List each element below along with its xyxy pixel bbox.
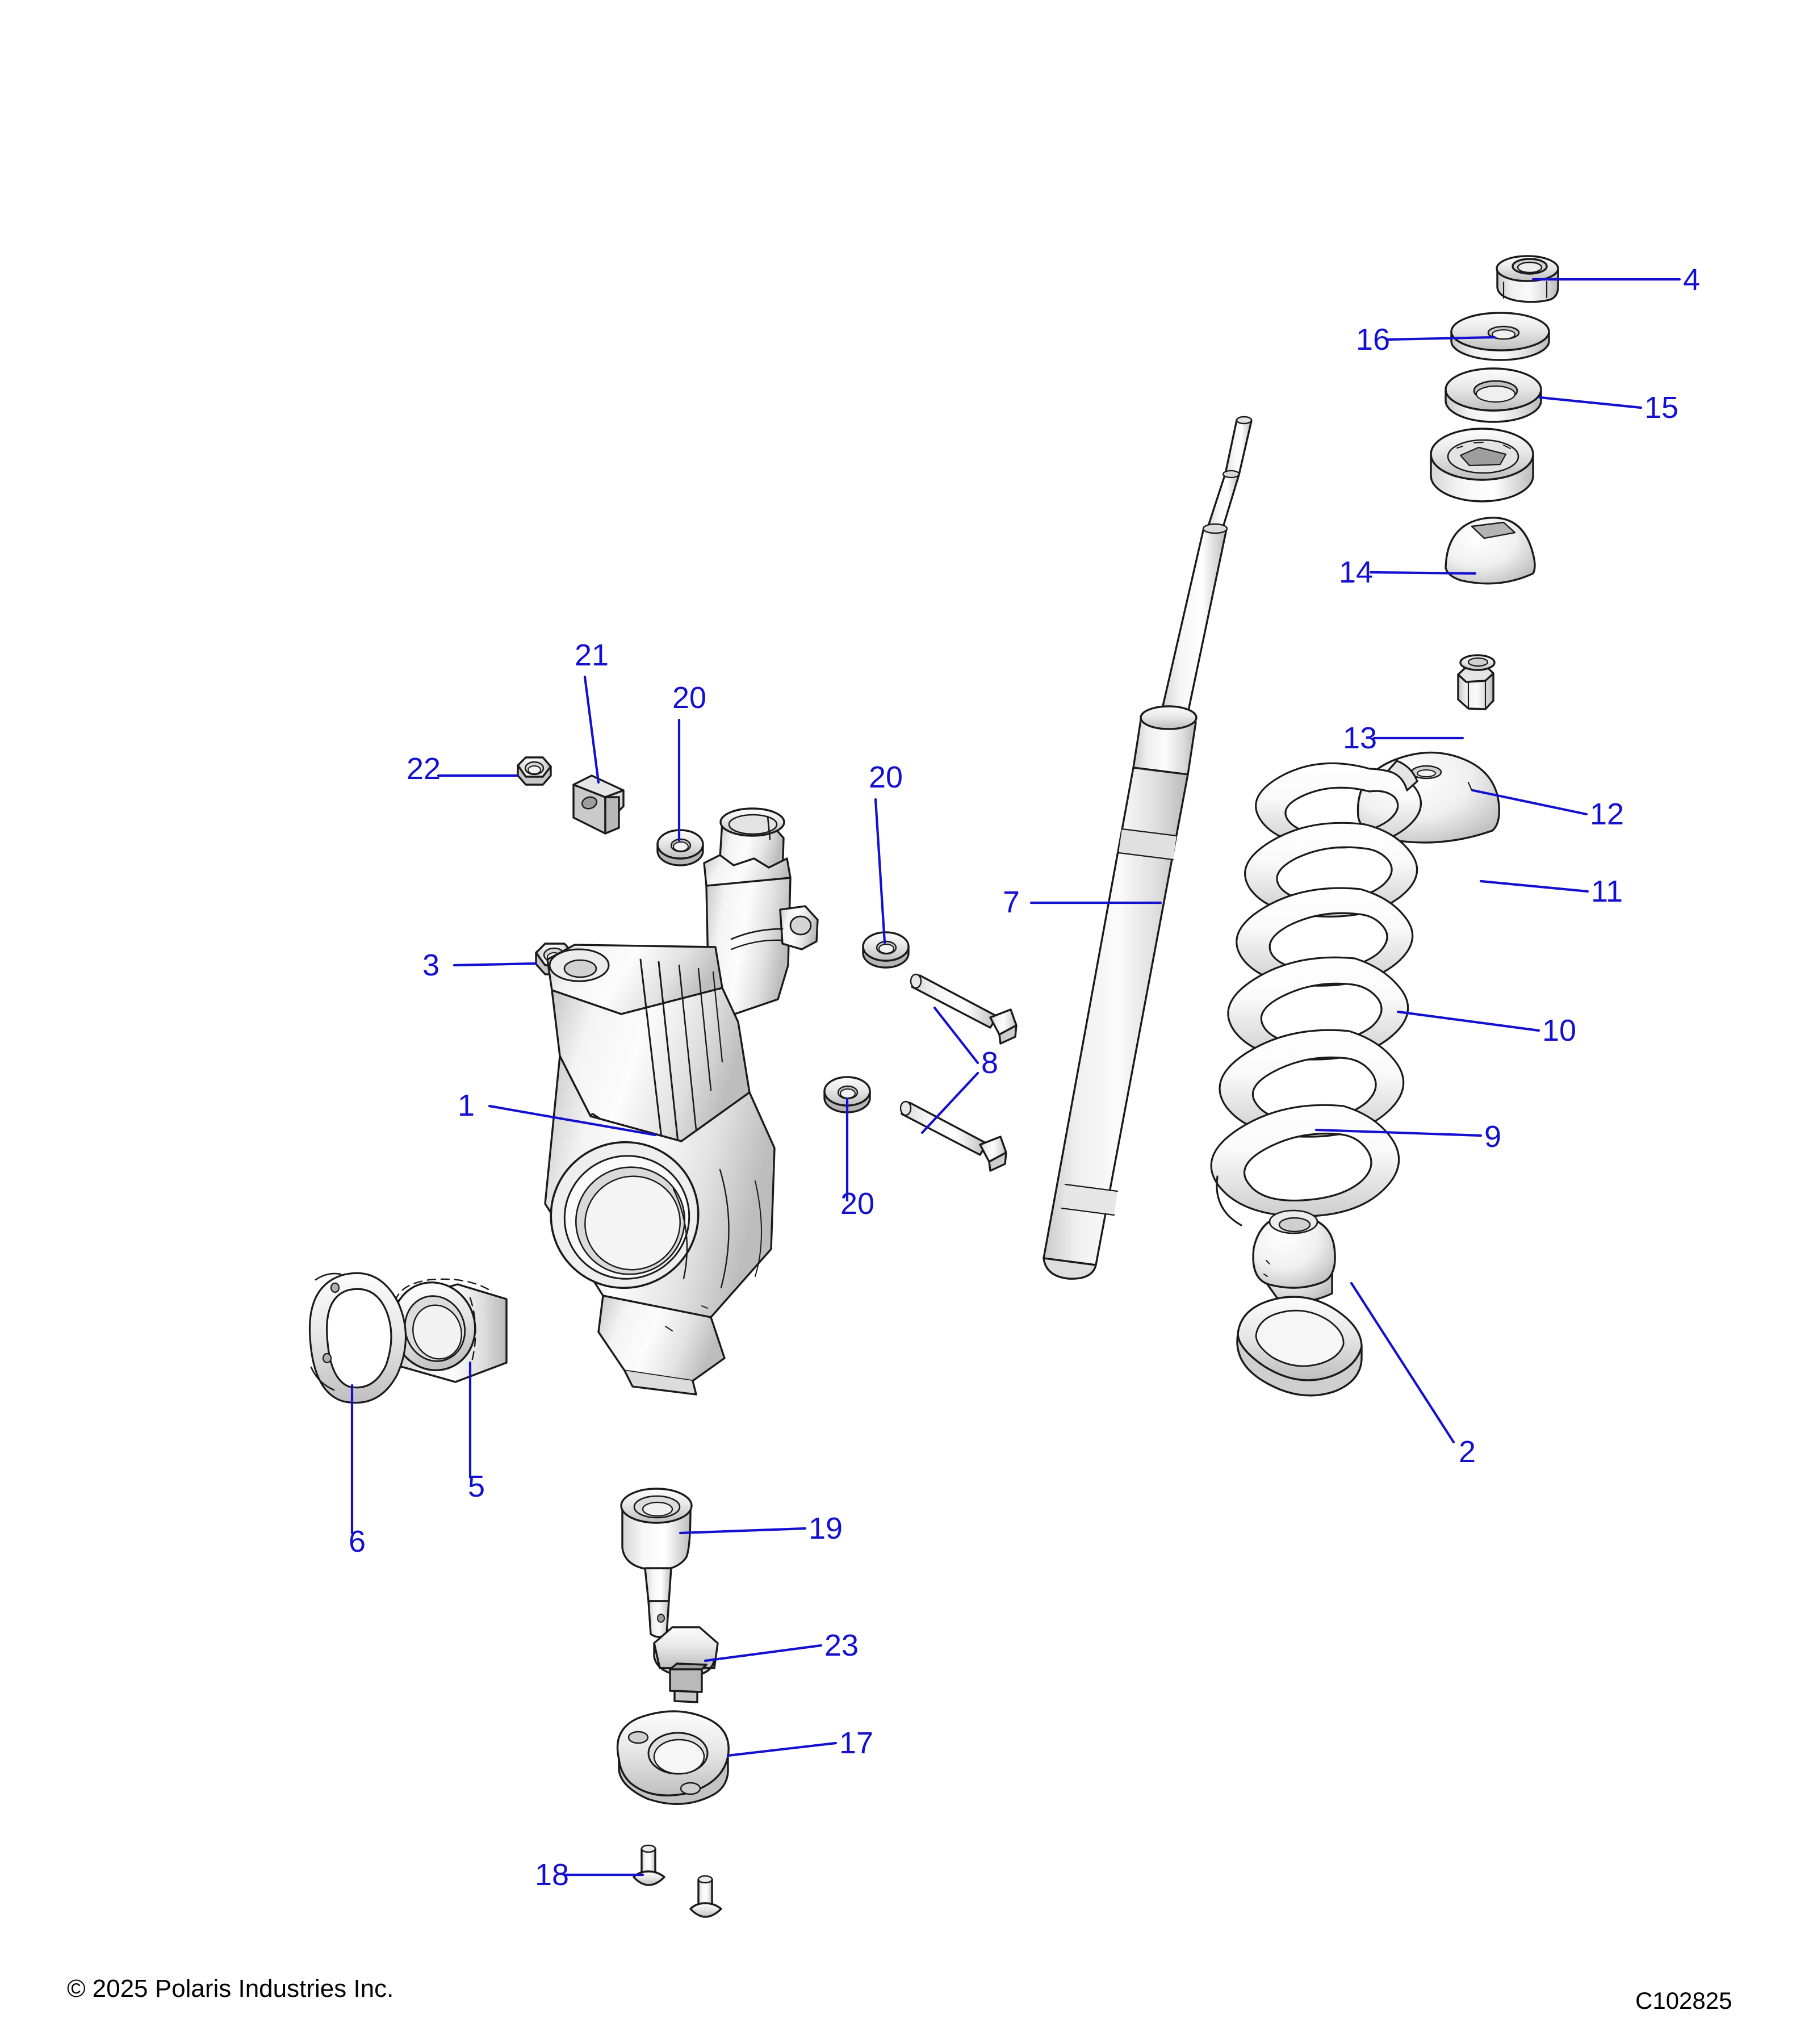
callout-number-4[interactable]: 4 bbox=[1683, 263, 1700, 297]
part-19-lower-ball-joint bbox=[620, 1488, 693, 1638]
leader-line-14 bbox=[1369, 571, 1477, 575]
part-12-dust-cap bbox=[1445, 517, 1536, 585]
callout-number-14[interactable]: 14 bbox=[1339, 555, 1373, 589]
callout-number-1[interactable]: 1 bbox=[458, 1088, 475, 1122]
part-22-hex-nut bbox=[517, 756, 552, 786]
part-4-flange-lock-nut bbox=[1496, 255, 1559, 303]
callout-number-18[interactable]: 18 bbox=[535, 1858, 569, 1892]
callout-number-17[interactable]: 17 bbox=[839, 1726, 873, 1760]
callout-flat-washer-20-low[interactable]: 20 bbox=[840, 1097, 874, 1221]
callout-number-3[interactable]: 3 bbox=[422, 948, 439, 982]
part-18-rivet-b bbox=[689, 1875, 722, 1918]
callout-retainer-rivet[interactable]: 18 bbox=[535, 1858, 644, 1892]
leader-line-11 bbox=[1479, 879, 1589, 893]
callout-coil-spring[interactable]: 10 bbox=[1396, 1010, 1576, 1048]
callout-number-21[interactable]: 21 bbox=[575, 638, 609, 672]
part-1-steering-knuckle bbox=[544, 807, 819, 1396]
callout-number-13[interactable]: 13 bbox=[1343, 721, 1377, 755]
callout-bearing-snap-ring[interactable]: 6 bbox=[349, 1384, 366, 1559]
callout-brake-line-clip[interactable]: 21 bbox=[575, 638, 609, 784]
callout-number-15[interactable]: 15 bbox=[1644, 391, 1678, 425]
leader-line-15 bbox=[1538, 396, 1643, 409]
callout-number-11[interactable]: 11 bbox=[1591, 874, 1623, 908]
callout-number-19[interactable]: 19 bbox=[809, 1511, 843, 1545]
callout-number-16[interactable]: 16 bbox=[1356, 322, 1390, 357]
callout-flat-washer-15[interactable]: 15 bbox=[1538, 391, 1678, 425]
leader-line-19 bbox=[679, 1527, 807, 1535]
leader-line-20b bbox=[874, 798, 886, 944]
part-6-snap-ring bbox=[308, 1272, 407, 1404]
callout-number-9[interactable]: 9 bbox=[1484, 1120, 1501, 1154]
callout-spring-seat-ring[interactable]: 2 bbox=[1350, 1281, 1476, 1469]
leader-line-17 bbox=[726, 1741, 838, 1757]
callout-number-22[interactable]: 22 bbox=[407, 752, 441, 786]
callout-number-23[interactable]: 23 bbox=[824, 1628, 859, 1662]
leader-line-23 bbox=[704, 1644, 823, 1662]
part-8-strut-bolt-lower bbox=[899, 1100, 1007, 1172]
leader-line-9 bbox=[1314, 1128, 1483, 1137]
part-9-jounce-bumper bbox=[1252, 1209, 1336, 1303]
callout-number-10[interactable]: 10 bbox=[1542, 1013, 1576, 1048]
callout-strut-dust-cap[interactable]: 12 bbox=[1471, 789, 1624, 831]
callout-lower-ball-joint[interactable]: 19 bbox=[679, 1511, 843, 1545]
callout-steering-knuckle[interactable]: 1 bbox=[458, 1088, 657, 1137]
callout-ball-joint-castle-nut[interactable]: 23 bbox=[704, 1628, 859, 1662]
callout-number-5[interactable]: 5 bbox=[468, 1469, 485, 1503]
part-18-rivet-a bbox=[633, 1844, 665, 1886]
leader-line-12 bbox=[1471, 789, 1588, 816]
part-17-ball-joint-retainer-plate bbox=[616, 1710, 730, 1806]
callout-strut-mount-bearing[interactable]: 14 bbox=[1339, 555, 1477, 589]
part-7-shock-absorber bbox=[1043, 416, 1253, 1280]
part-16-flat-washer bbox=[1450, 312, 1550, 361]
callout-ball-joint-retainer-plate[interactable]: 17 bbox=[726, 1726, 873, 1760]
leader-line-2 bbox=[1350, 1281, 1455, 1444]
part-14-strut-mount-bearing bbox=[1430, 428, 1534, 502]
callout-hub-bearing[interactable]: 5 bbox=[468, 1361, 485, 1503]
callout-jounce-bumper[interactable]: 9 bbox=[1314, 1120, 1501, 1154]
callout-hex-nut-lower[interactable]: 3 bbox=[422, 948, 538, 982]
callout-hex-nut-upper[interactable]: 22 bbox=[407, 752, 518, 786]
callout-flat-washer-20-mid[interactable]: 20 bbox=[869, 760, 903, 944]
callout-number-20b[interactable]: 20 bbox=[869, 760, 903, 794]
drawing-number: C102825 bbox=[1635, 1987, 1732, 2014]
callout-number-20[interactable]: 20 bbox=[672, 681, 706, 715]
callout-flat-washer-20[interactable]: 20 bbox=[672, 681, 706, 842]
callout-flat-washer-16[interactable]: 16 bbox=[1356, 322, 1496, 357]
part-20-flat-washer-upper bbox=[656, 829, 704, 866]
callout-layer: 1234567891011121314151617181920202021222… bbox=[349, 263, 1700, 1892]
callout-number-12[interactable]: 12 bbox=[1590, 797, 1624, 831]
callout-flange-lock-nut-top[interactable]: 4 bbox=[1531, 263, 1700, 297]
callout-strut-shaft-nut[interactable]: 13 bbox=[1343, 721, 1464, 755]
callout-number-6[interactable]: 6 bbox=[349, 1524, 366, 1559]
callout-strut-mount-bolt[interactable]: 8 bbox=[920, 1006, 998, 1134]
callout-number-7[interactable]: 7 bbox=[1003, 885, 1020, 919]
leader-line-10 bbox=[1396, 1010, 1540, 1032]
part-20-flat-washer-lower bbox=[823, 1076, 871, 1113]
callout-number-8[interactable]: 8 bbox=[981, 1046, 998, 1080]
part-15-flat-washer bbox=[1445, 367, 1542, 423]
part-8-strut-bolt-upper bbox=[910, 973, 1018, 1045]
part-20-flat-washer-mid bbox=[862, 931, 910, 969]
part-23-castle-nut bbox=[653, 1626, 719, 1703]
callout-number-20c[interactable]: 20 bbox=[840, 1187, 874, 1221]
leader-line-21 bbox=[583, 675, 600, 784]
callout-upper-spring-seat[interactable]: 11 bbox=[1479, 874, 1623, 908]
part-10-coil-spring bbox=[1210, 760, 1422, 1226]
callout-number-2[interactable]: 2 bbox=[1459, 1435, 1476, 1469]
part-21-brake-line-clip bbox=[572, 774, 625, 835]
leader-line-1 bbox=[488, 1104, 657, 1137]
copyright-notice: © 2025 Polaris Industries Inc. bbox=[67, 1975, 394, 2003]
leader-line-16 bbox=[1386, 336, 1496, 341]
part-5-hub-bearing bbox=[391, 1278, 508, 1383]
part-13-nylock-nut bbox=[1457, 654, 1496, 710]
callout-shock-strut-damper[interactable]: 7 bbox=[1003, 885, 1162, 919]
leader-line-8 bbox=[920, 1006, 979, 1134]
part-2-spring-seat-ring bbox=[1236, 1296, 1363, 1397]
leader-line-3 bbox=[453, 962, 538, 967]
